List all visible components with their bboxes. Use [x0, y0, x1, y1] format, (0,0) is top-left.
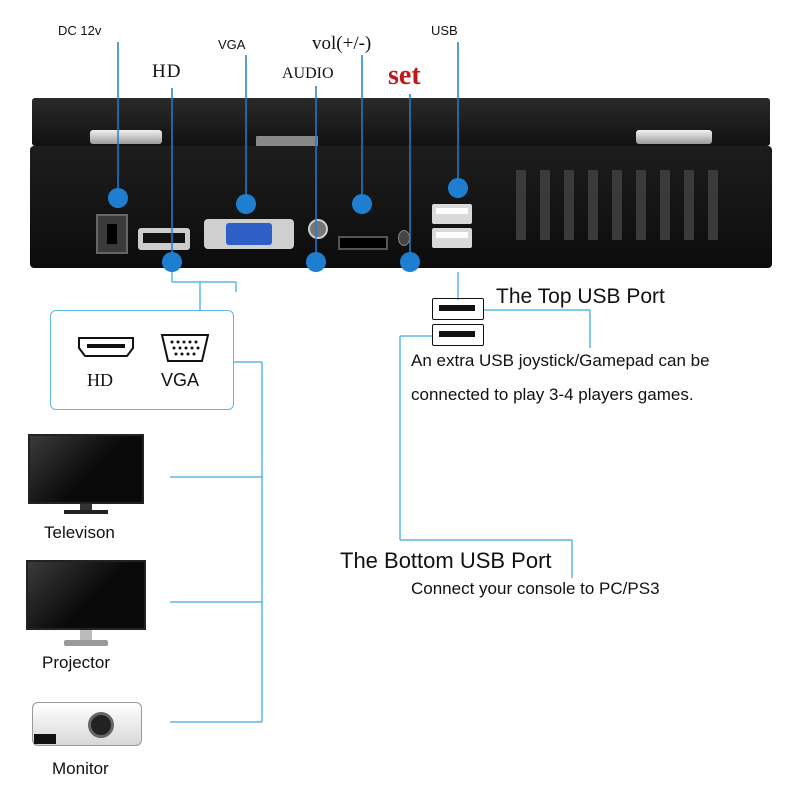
device-label-projector: Projector: [42, 653, 111, 672]
bottom-usb-description: Connect your console to PC/PS3: [411, 579, 660, 598]
set-marker-dot: [400, 252, 420, 272]
hd-marker-dot: [162, 252, 182, 272]
vga-icon: [159, 331, 211, 365]
dc-marker-dot: [108, 188, 128, 208]
vga-marker-dot: [236, 194, 256, 214]
hinge-right: [636, 130, 712, 144]
top-usb-description-1: An extra USB joystick/Gamepad can be: [411, 351, 710, 370]
usb-marker-dot: [448, 178, 468, 198]
television-icon: [28, 434, 144, 514]
device-projector: Projector: [22, 556, 152, 676]
slot-top: [256, 136, 318, 148]
audio-marker-dot: [306, 252, 326, 272]
video-output-box: HD VGA: [50, 310, 234, 410]
device-label-monitor: Monitor: [52, 759, 109, 778]
top-usb-title: The Top USB Port: [496, 285, 665, 308]
projector-icon: [32, 694, 144, 750]
card-slot: [338, 236, 388, 250]
device-television: Televison: [22, 430, 152, 545]
dc-label: DC 12v: [58, 23, 102, 38]
audio-jack: [308, 219, 328, 239]
bottom-usb-title: The Bottom USB Port: [340, 548, 552, 573]
vga-port: [204, 219, 294, 249]
monitor-screen-icon: [26, 560, 146, 650]
device-monitor: Monitor: [22, 690, 152, 790]
hdmi-icon: [77, 335, 135, 359]
usb-stack-icon: [432, 298, 484, 348]
console-device: [0, 0, 800, 270]
top-usb-description-2: connected to play 3-4 players games.: [411, 385, 694, 404]
set-label: set: [388, 60, 421, 91]
audio-label: AUDIO: [282, 65, 334, 82]
vent-grille: [516, 170, 746, 244]
usb-port-bottom: [432, 228, 472, 248]
video-box-hd-label: HD: [87, 370, 113, 390]
hdmi-port: [138, 228, 190, 250]
hd-label: HD: [152, 61, 182, 82]
usb-port-top: [432, 204, 472, 224]
video-box-vga-label: VGA: [161, 370, 200, 390]
vol-label: vol(+/-): [312, 33, 372, 54]
device-label-television: Televison: [44, 523, 115, 542]
dc-jack: [96, 214, 128, 254]
hinge-left: [90, 130, 162, 144]
usb-label: USB: [431, 23, 458, 38]
vga-label: VGA: [218, 37, 246, 52]
vol-marker-dot: [352, 194, 372, 214]
